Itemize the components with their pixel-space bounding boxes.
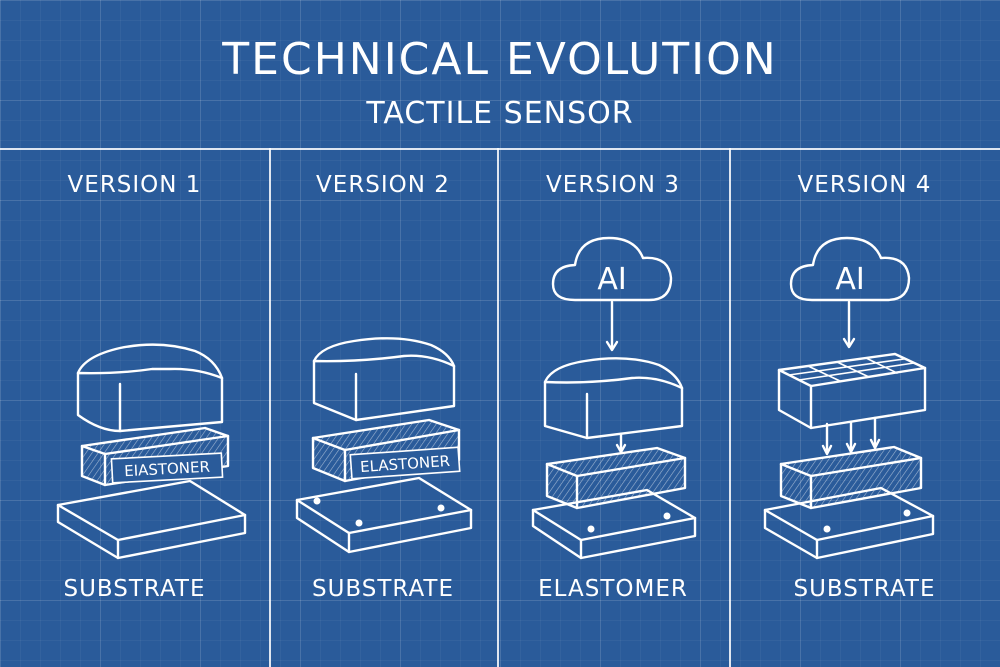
sensor-grid-block — [777, 352, 927, 430]
substrate-plate — [295, 476, 473, 554]
diagram-subtitle: TACTILE SENSOR — [366, 96, 634, 131]
substrate-plate — [531, 488, 697, 560]
version-3-label: ELASTOMER — [538, 576, 688, 602]
version-4-heading: VERSION 4 — [797, 172, 932, 198]
substrate-plate — [763, 486, 935, 560]
elastomer-layer: EIASTONER — [80, 426, 230, 487]
version-2-label: SUBSTRATE — [311, 576, 455, 602]
ai-cloud: AI — [789, 236, 911, 302]
elastomer-layer — [779, 445, 923, 510]
mount-hole — [587, 525, 595, 533]
version-4-panel: VERSION 4 AI — [729, 148, 1000, 667]
column-divider — [497, 148, 499, 667]
version-4-sensor-drawing: AI — [763, 236, 935, 560]
version-1-panel: VERSION 1 EIASTONER SUBSTRATE — [0, 148, 269, 667]
top-cap-block — [543, 357, 684, 440]
version-1-heading: VERSION 1 — [67, 172, 202, 198]
elastomer-layer: ELASTONER — [311, 418, 461, 483]
mount-hole — [313, 497, 321, 505]
version-2-panel: VERSION 2 ELASTONER SUBSTRATE — [269, 148, 497, 667]
mount-hole — [903, 509, 911, 517]
mount-hole — [823, 525, 831, 533]
version-3-panel: VERSION 3 AI — [497, 148, 729, 667]
column-divider — [729, 148, 731, 667]
version-3-sensor-drawing: AI — [531, 236, 697, 560]
version-2-heading: VERSION 2 — [316, 172, 450, 198]
header-divider — [0, 148, 1000, 150]
version-1-sensor-drawing: EIASTONER — [56, 343, 247, 560]
ai-cloud-label: AI — [835, 262, 864, 297]
version-3-heading: VERSION 3 — [546, 172, 680, 198]
elastomer-label: EIASTONER — [124, 458, 211, 480]
mount-hole — [355, 519, 363, 527]
arrow-down — [605, 300, 619, 352]
arrow-down — [615, 432, 627, 454]
mount-hole — [663, 512, 671, 520]
top-cap-block — [312, 337, 456, 422]
mount-hole — [437, 504, 445, 512]
substrate-plate — [56, 479, 247, 560]
arrow-down — [842, 300, 856, 349]
version-4-label: SUBSTRATE — [793, 576, 936, 602]
version-1-label: SUBSTRATE — [63, 576, 206, 602]
top-cap-block — [76, 343, 224, 433]
ai-cloud: AI — [551, 236, 673, 302]
version-2-sensor-drawing: ELASTONER — [295, 337, 473, 554]
diagram-title: TECHNICAL EVOLUTION — [222, 34, 778, 85]
ai-cloud-label: AI — [597, 262, 626, 297]
signal-arrows — [821, 416, 881, 456]
column-divider — [269, 148, 271, 667]
